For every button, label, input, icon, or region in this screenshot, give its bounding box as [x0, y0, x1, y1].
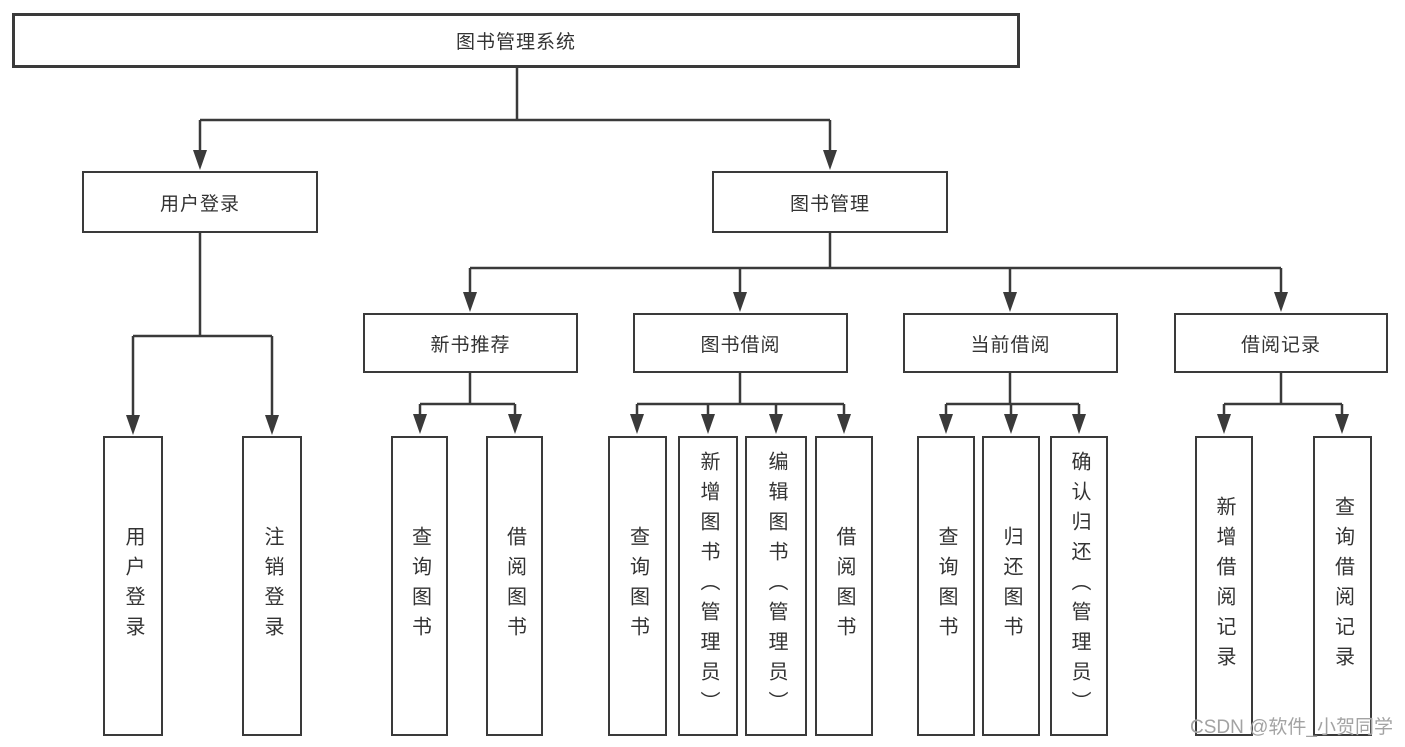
leaf-add-book-admin: 新增图书（管理员）: [678, 436, 738, 736]
node-user-login: 用户登录: [82, 171, 318, 233]
node-label: 图书管理系统: [455, 32, 576, 53]
node-label: 图书借阅: [700, 334, 781, 356]
leaf-borrow-books-borrowing: 借阅图书: [815, 436, 873, 736]
leaf-query-books-current: 查询图书: [917, 436, 975, 736]
node-label: 查询图书: [626, 526, 649, 646]
leaf-user-login: 用户登录: [103, 436, 163, 736]
node-label: 注销登录: [261, 526, 283, 646]
node-current-borrowing: 当前借阅: [903, 313, 1118, 373]
node-label: 用户登录: [159, 193, 240, 215]
node-book-borrowing: 图书借阅: [633, 313, 848, 373]
node-borrowing-records: 借阅记录: [1174, 313, 1388, 373]
leaf-edit-book-admin: 编辑图书（管理员）: [745, 436, 807, 736]
node-label: 借阅记录: [1240, 334, 1321, 356]
node-label: 归还图书: [1000, 526, 1022, 646]
csdn-watermark: CSDN @软件_小贺同学: [1190, 717, 1393, 738]
leaf-logout: 注销登录: [242, 436, 302, 736]
node-label: 确认归还（管理员）: [1068, 451, 1090, 721]
node-label: 查询借阅记录: [1331, 496, 1354, 676]
leaf-query-books-recommend: 查询图书: [391, 436, 448, 736]
node-label: 新增借阅记录: [1213, 496, 1235, 676]
node-label: 编辑图书（管理员）: [765, 451, 787, 721]
node-label: 用户登录: [122, 526, 144, 646]
node-label: 借阅图书: [833, 526, 855, 646]
leaf-confirm-return-admin: 确认归还（管理员）: [1050, 436, 1108, 736]
leaf-query-borrow-record: 查询借阅记录: [1313, 436, 1372, 736]
leaf-borrow-books-recommend: 借阅图书: [486, 436, 543, 736]
leaf-query-books-borrowing: 查询图书: [608, 436, 667, 736]
node-label: 图书管理: [789, 193, 870, 215]
node-new-book-recommend: 新书推荐: [363, 313, 578, 373]
node-label: 查询图书: [935, 526, 957, 646]
node-label: 新增图书（管理员）: [697, 451, 719, 721]
node-label: 查询图书: [408, 526, 431, 646]
leaf-add-borrow-record: 新增借阅记录: [1195, 436, 1253, 736]
leaf-return-books: 归还图书: [982, 436, 1040, 736]
node-label: 借阅图书: [503, 526, 526, 646]
node-label: 新书推荐: [430, 334, 511, 356]
node-system: 图书管理系统: [12, 13, 1020, 68]
node-book-management: 图书管理: [712, 171, 948, 233]
node-label: 当前借阅: [970, 334, 1051, 356]
